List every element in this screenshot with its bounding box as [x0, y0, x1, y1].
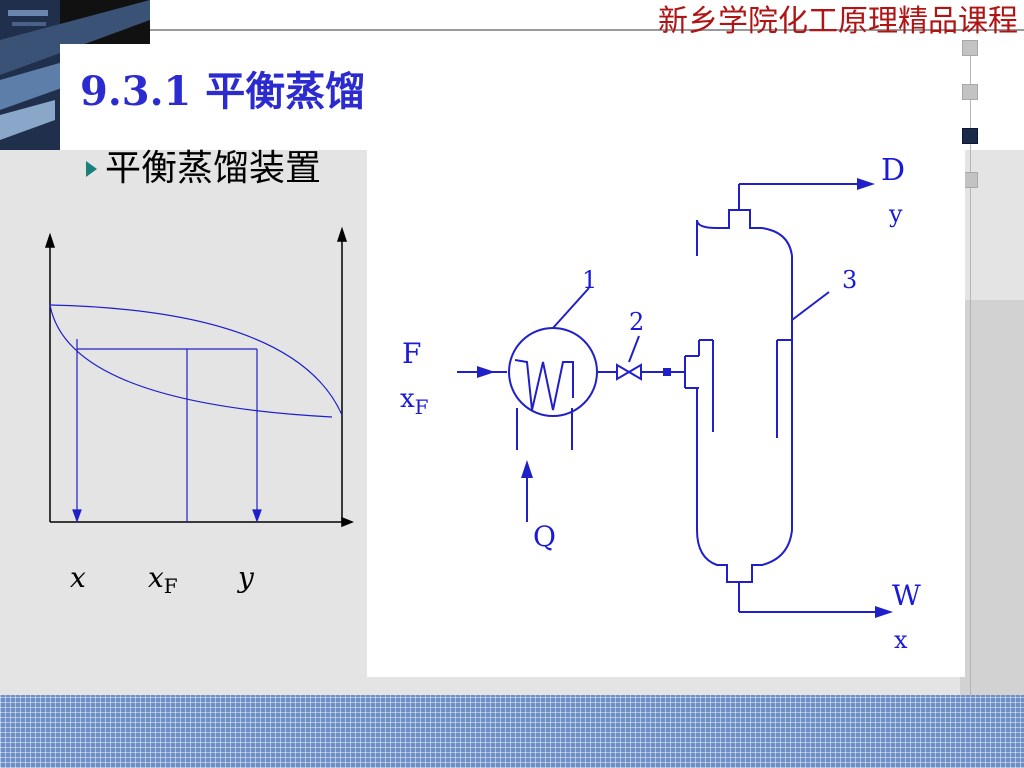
heater: [508, 327, 598, 417]
bullet-arrow-icon: [86, 161, 97, 177]
separator-vessel: [696, 209, 793, 583]
bullet-text: 平衡蒸馏装置: [105, 148, 322, 189]
slide-navigation: [962, 40, 982, 200]
bottoms-composition: x: [894, 626, 908, 654]
callout-1: 1: [582, 266, 597, 294]
callout-3: 3: [842, 266, 857, 294]
apparatus-panel: [367, 150, 965, 677]
footer-pattern-band: [0, 695, 1024, 768]
heat-label: Q: [533, 520, 556, 553]
course-title: 新乡学院化工原理精品课程: [658, 4, 1018, 39]
drop-arrow-y: [252, 509, 262, 523]
left-axis-arrow: [44, 232, 56, 248]
feed-label: F: [402, 337, 421, 370]
distillate-arrow-icon: [857, 178, 875, 190]
navigation-rail: [970, 56, 971, 696]
heat-arrow-icon: [521, 460, 533, 478]
heater-coil: [514, 359, 574, 411]
bullet-item: 平衡蒸馏装置: [86, 146, 321, 192]
nav-square-2[interactable]: [962, 84, 978, 100]
corner-decoration-image: [0, 0, 150, 150]
bottoms-arrow-icon: [875, 606, 893, 618]
slide-title: 9.3.1 平衡蒸馏: [80, 68, 366, 115]
header-rule: [150, 29, 1024, 31]
bottoms-label: W: [892, 579, 921, 612]
distillate-composition: y: [888, 200, 903, 228]
distillate-label: D: [881, 153, 905, 188]
label-x: x: [70, 561, 86, 594]
feed-arrow-icon: [477, 366, 495, 378]
phase-diagram: x xF y: [44, 226, 355, 598]
callout-2: 2: [629, 308, 644, 336]
drop-arrow-x: [72, 509, 82, 523]
expansion-valve: [616, 363, 631, 381]
label-y: y: [236, 561, 255, 594]
bottom-axis-arrow: [341, 516, 355, 528]
right-axis-arrow: [336, 226, 348, 242]
dew-point-curve: [49, 304, 343, 416]
nav-square-1[interactable]: [962, 40, 978, 56]
label-xF: xF: [148, 561, 178, 598]
feed-composition-label: xF: [400, 384, 429, 419]
apparatus-diagram: F xF Q D y W x 1 2 3: [400, 153, 921, 654]
bubble-point-curve: [49, 304, 333, 418]
nav-square-3[interactable]: [962, 128, 978, 144]
